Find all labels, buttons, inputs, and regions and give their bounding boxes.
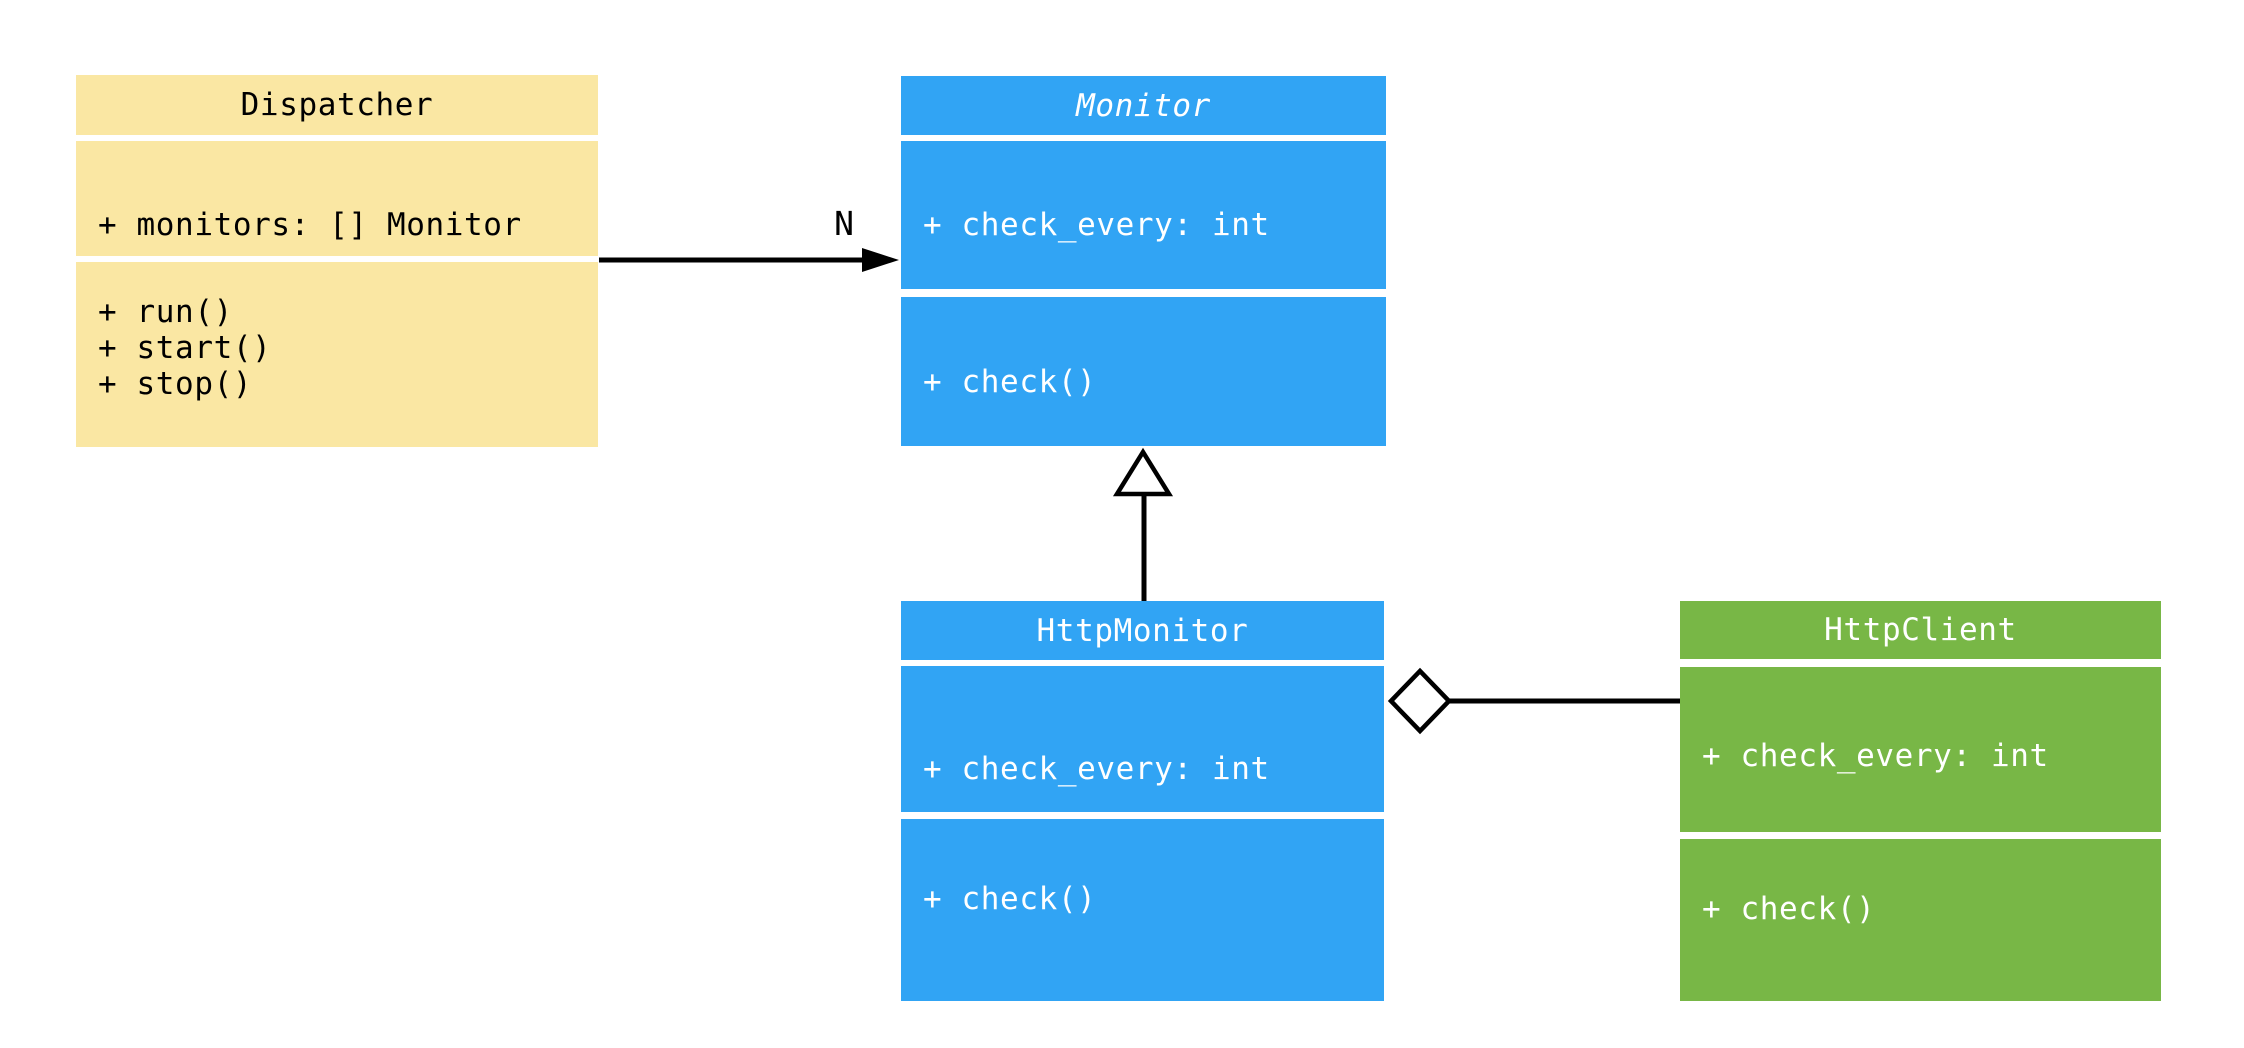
class-methods-section: + check() [901, 297, 1386, 446]
association-multiplicity-label: N [834, 204, 854, 243]
class-title: HttpClient [1680, 601, 2161, 659]
method-line: + start() [98, 329, 272, 366]
method-line: + check() [923, 363, 1097, 400]
association-arrowhead-icon [862, 248, 899, 272]
attribute-line: + check_every: int [923, 751, 1270, 787]
attribute-line: + check_every: int [923, 207, 1270, 243]
class-attributes-section: + monitors: [] Monitor [76, 141, 598, 256]
class-title: HttpMonitor [901, 601, 1384, 660]
attribute-line: + check_every: int [1702, 737, 2049, 774]
class-methods-section: + check() [1680, 839, 2161, 1001]
class-methods-section: + check() [901, 819, 1384, 1001]
method-line: + stop() [98, 365, 253, 402]
class-title: Dispatcher [76, 75, 598, 135]
method-line: + check() [1702, 891, 1876, 927]
method-line: + run() [98, 293, 233, 330]
class-attributes-section: + check_every: int [901, 666, 1384, 812]
class-methods-section: + run() + start() + stop() [76, 262, 598, 447]
class-attributes-section: + check_every: int [1680, 667, 2161, 832]
inheritance-triangle-icon [1112, 447, 1174, 497]
attribute-line: + monitors: [] Monitor [98, 206, 522, 243]
class-box-monitor: Monitor + check_every: int + check() [901, 76, 1386, 446]
aggregation-diamond-icon [1387, 667, 1453, 735]
class-attributes-section: + check_every: int [901, 141, 1386, 289]
method-line: + check() [923, 881, 1097, 917]
class-box-httpclient: HttpClient + check_every: int + check() [1680, 601, 2161, 1001]
class-box-dispatcher: Dispatcher + monitors: [] Monitor + run(… [76, 75, 598, 447]
class-title: Monitor [901, 76, 1386, 135]
class-box-httpmonitor: HttpMonitor + check_every: int + check() [901, 601, 1384, 1001]
